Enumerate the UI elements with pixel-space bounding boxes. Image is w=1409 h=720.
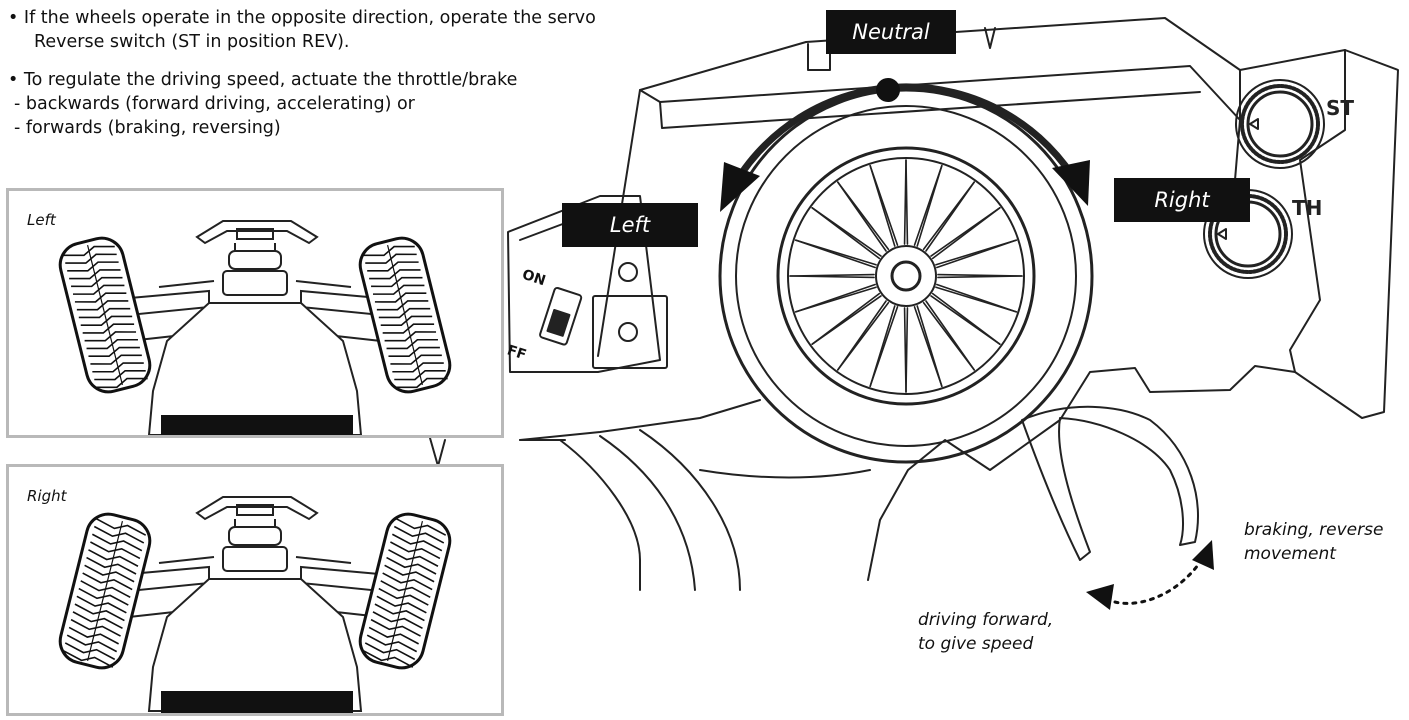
bullet-speed-text: To regulate the driving speed, actuate t… [23, 70, 518, 90]
led-indicator-bottom [618, 322, 638, 342]
trigger-direction-dots [1113, 563, 1200, 605]
st-knob-label: ST [1326, 96, 1355, 120]
switch-slot [592, 295, 668, 369]
led-indicator-top [618, 262, 638, 282]
rotation-arc [724, 83, 1084, 200]
wheel-spoke [936, 239, 1018, 269]
wheel-spoke [922, 301, 975, 371]
steering-wheel-hub [890, 260, 922, 292]
wheel-spoke [837, 300, 887, 371]
grip [429, 437, 446, 467]
forward-note: driving forward, to give speed [918, 608, 1053, 656]
right-turn-label: Right [1114, 178, 1250, 222]
wheel-spoke [930, 295, 1001, 345]
wheel-spoke [903, 307, 907, 393]
car-left-drawing [58, 220, 452, 435]
wheel-spoke [931, 207, 1001, 260]
front-wing [195, 220, 319, 245]
wheel-spoke [913, 306, 943, 388]
bullet-reverse-line1: If the wheels operate in the opposite di… [23, 8, 596, 28]
st-knob-outer [1235, 79, 1325, 169]
forward-note-line2: to give speed [918, 634, 1034, 654]
bullet-speed: • To regulate the driving speed, actuate… [8, 68, 596, 92]
tire-left [58, 512, 152, 670]
left-turn-panel: Left [6, 188, 504, 438]
wheel-spoke [905, 159, 909, 245]
wheel-spoke [794, 283, 876, 313]
wheel-spoke [837, 181, 890, 251]
right-turn-panel: Right [6, 464, 504, 716]
wheel-spoke [794, 239, 877, 266]
th-knob-label: TH [1292, 196, 1323, 220]
power-switch [539, 286, 583, 346]
tire-right [358, 236, 452, 394]
reverse-note-line1: braking, reverse [1244, 520, 1384, 540]
wheel-spoke [937, 275, 1023, 279]
wheel-spoke [935, 286, 1018, 313]
wheel-spoke [811, 292, 881, 345]
arc-arrow-right [1052, 160, 1090, 206]
car-bumper [161, 691, 353, 713]
wheel-spoke [811, 207, 882, 257]
bullet-glyph: • [8, 8, 19, 28]
reverse-note: braking, reverse movement [1244, 518, 1383, 566]
bullet-glyph: • [8, 70, 19, 90]
reverse-note-line2: movement [1244, 544, 1336, 564]
left-panel-title: Left [27, 211, 56, 229]
car-bumper [161, 415, 353, 435]
wheel-spoke [789, 273, 875, 277]
wheel-spoke [925, 181, 975, 252]
transmitter-body [597, 17, 1399, 581]
sub-forwards: - forwards (braking, reversing) [14, 118, 281, 138]
forward-note-line1: driving forward, [918, 610, 1054, 630]
tire-left [58, 236, 152, 394]
arc-arrow-left [720, 162, 760, 212]
neutral-label: Neutral [826, 10, 956, 54]
left-turn-label: Left [562, 203, 698, 247]
bullet-reverse-line2: Reverse switch (ST in position REV). [34, 32, 350, 52]
st-knob-inner [1246, 90, 1314, 158]
tire-right [358, 512, 452, 670]
throttle-trigger [1021, 405, 1199, 561]
wheel-spoke [869, 305, 896, 388]
trigger-arrow-forward [1086, 584, 1114, 610]
car-right-drawing [58, 496, 452, 713]
wheel-spoke [916, 164, 943, 247]
car-body [147, 578, 363, 712]
neutral-marker [876, 78, 900, 102]
car-body [147, 302, 363, 435]
front-wing [195, 496, 319, 521]
bullet-reverse: • If the wheels operate in the opposite … [8, 6, 596, 30]
instruction-text: • If the wheels operate in the opposite … [8, 6, 596, 140]
steering-wheel-rim [718, 88, 1094, 464]
wheel-spoke [869, 164, 899, 246]
wheel-spokes [789, 159, 1023, 393]
right-panel-title: Right [27, 487, 67, 505]
side-plate [507, 195, 661, 373]
trigger-arrow-reverse [1192, 540, 1214, 570]
sub-backwards: - backwards (forward driving, accelerati… [14, 94, 415, 114]
